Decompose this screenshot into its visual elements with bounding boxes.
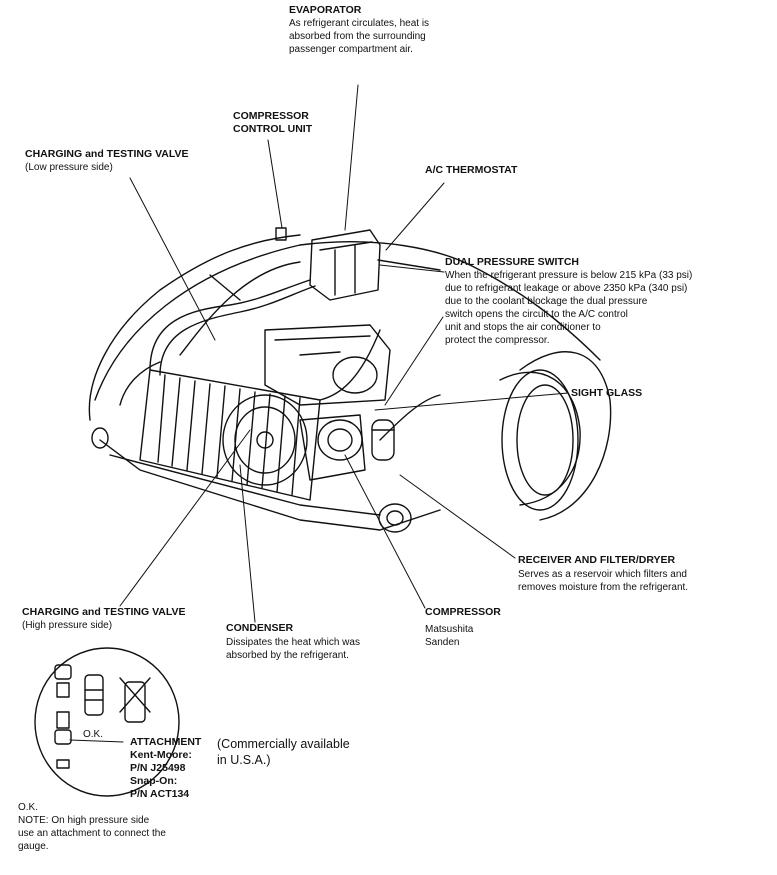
attachment-kent-moore-pn: P/N J25498 (130, 762, 186, 774)
attachment-inset (34, 647, 180, 797)
attachment-title: ATTACHMENT (130, 736, 202, 748)
dual-pressure-switch-title: DUAL PRESSURE SWITCH (445, 256, 579, 268)
condenser-desc-1: Dissipates the heat which was (226, 637, 360, 648)
engine-block (264, 324, 391, 406)
condenser-core (139, 369, 321, 501)
charging-valve-high-title: CHARGING and TESTING VALVE (22, 606, 186, 618)
charging-valve-low-title: CHARGING and TESTING VALVE (25, 148, 189, 160)
dual-pressure-switch-desc-2: due to refrigerant leakage or above 2350… (445, 283, 688, 294)
charging-valve-high-sub: (High pressure side) (22, 620, 113, 631)
ac-thermostat-title: A/C THERMOSTAT (425, 164, 518, 176)
evaporator-desc-3: passenger compartment air. (289, 44, 413, 55)
note-line-1: NOTE: On high pressure side (18, 815, 150, 826)
dual-pressure-switch-desc-1: When the refrigerant pressure is below 2… (445, 270, 693, 281)
condenser-desc-2: absorbed by the refrigerant. (226, 650, 349, 661)
attachment-ok-label: O.K. (83, 729, 104, 740)
receiver-dryer-desc-2: removes moisture from the refrigerant. (518, 582, 689, 593)
attachment-snap-on: Snap-On: (130, 775, 178, 787)
attachment-snap-on-pn: P/N ACT134 (130, 788, 190, 800)
dual-pressure-switch-desc-3: due to the coolant blockage the dual pre… (445, 296, 648, 307)
evaporator-unit (275, 227, 441, 301)
receiver-dryer-desc-1: Serves as a reservoir which filters and (518, 569, 687, 580)
evaporator-desc-2: absorbed from the surrounding (289, 31, 426, 42)
condenser-title: CONDENSER (226, 622, 294, 634)
attachment-kent-moore: Kent-Moore: (130, 749, 192, 761)
note-line-2: use an attachment to connect the (18, 828, 166, 839)
note-line-3: gauge. (18, 841, 49, 852)
sight-glass-title: SIGHT GLASS (571, 387, 643, 399)
receiver-dryer-unit (371, 419, 395, 461)
evaporator-title: EVAPORATOR (289, 4, 362, 16)
dual-pressure-switch-desc-4: switch opens the circuit to the A/C cont… (445, 309, 628, 320)
attachment-availability-1: (Commercially available (217, 737, 350, 751)
note-ok: O.K. (18, 802, 39, 813)
compressor-maker-2: Sanden (425, 637, 460, 648)
compressor-control-unit-title-1: COMPRESSOR (233, 110, 309, 122)
compressor-control-unit-title-2: CONTROL UNIT (233, 123, 313, 135)
compressor-unit (299, 414, 366, 481)
dual-pressure-switch-desc-6: protect the compressor. (445, 335, 550, 346)
dual-pressure-switch-desc-5: unit and stops the air conditioner to (445, 322, 601, 333)
compressor-maker-1: Matsushita (425, 624, 474, 635)
receiver-dryer-title: RECEIVER AND FILTER/DRYER (518, 554, 676, 566)
compressor-title: COMPRESSOR (425, 606, 501, 618)
refrigerant-lines (149, 261, 441, 441)
evaporator-desc-1: As refrigerant circulates, heat is (289, 18, 430, 29)
leader-lines (69, 84, 569, 743)
car-body-outline (88, 234, 612, 533)
attachment-availability-2: in U.S.A.) (217, 753, 271, 767)
charging-valve-low-sub: (Low pressure side) (25, 162, 113, 173)
